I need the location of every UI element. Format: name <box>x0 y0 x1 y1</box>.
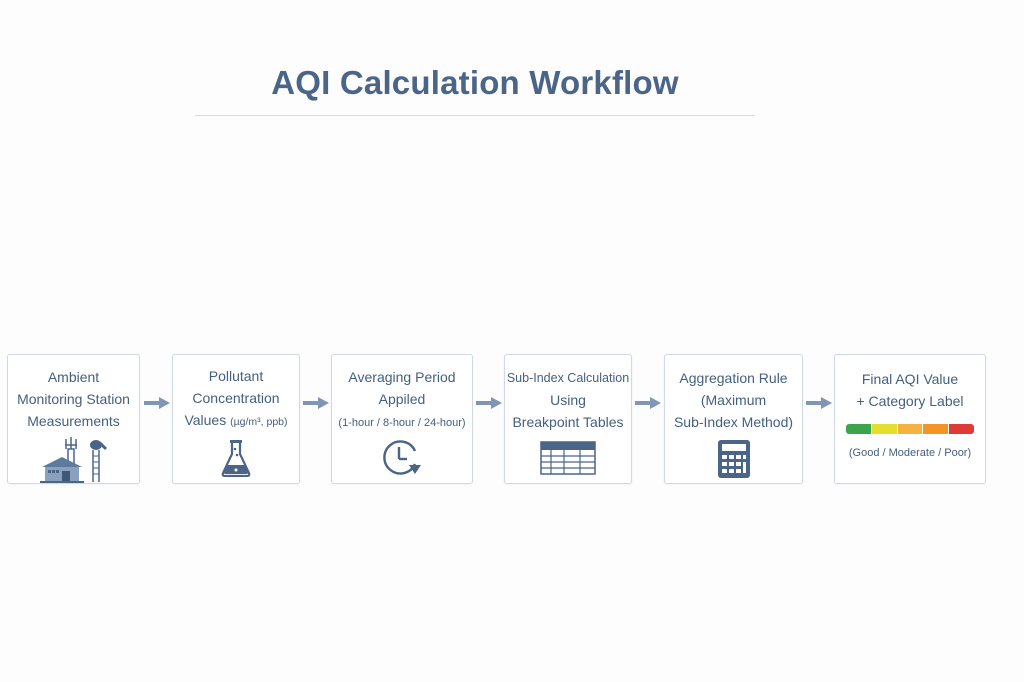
step-label: Appiled <box>378 391 426 407</box>
step-ambient-monitoring: Ambient Monitoring Station Measurements <box>7 354 140 484</box>
step-label: Values <box>184 412 227 428</box>
monitoring-station-icon <box>39 437 107 483</box>
table-icon <box>540 441 596 475</box>
arrow-right-icon <box>476 397 502 409</box>
title-divider <box>195 115 755 116</box>
step-aggregation-rule: Aggregation Rule (Maximum Sub-Index Meth… <box>664 354 803 484</box>
step-label: Aggregation Rule <box>679 370 788 386</box>
averaging-options: (1-hour / 8-hour / 24-hour) <box>338 417 466 429</box>
scale-segment-unhealthy <box>923 424 949 434</box>
step-label: Measurements <box>27 413 120 429</box>
scale-segment-poor <box>949 424 974 434</box>
aqi-color-scale <box>846 424 974 434</box>
page-title: AQI Calculation Workflow <box>271 64 679 101</box>
flask-icon <box>221 440 251 477</box>
step-label: Final AQI Value <box>861 371 959 387</box>
step-pollutant-concentration: Pollutant Concentration Values (µg/m³, p… <box>172 354 300 484</box>
step-final-aqi: Final AQI Value + Category Label (Good /… <box>834 354 986 484</box>
step-averaging-period: Averaging Period Appiled (1-hour / 8-hou… <box>331 354 473 484</box>
scale-segment-good <box>846 424 871 434</box>
step-label: Sub-Index Calculation <box>506 371 630 385</box>
step-label: Pollutant <box>208 368 264 384</box>
step-label: Concentration <box>192 390 280 406</box>
step-label: + Category Label <box>856 393 964 409</box>
step-label: Using <box>550 392 586 408</box>
step-label: Ambient <box>47 369 100 385</box>
category-labels: (Good / Moderate / Poor) <box>848 447 972 459</box>
step-label: Monitoring Station <box>17 391 130 407</box>
arrow-right-icon <box>806 397 832 409</box>
step-sub-index-calculation: Sub-Index Calculation Using Breakpoint T… <box>504 354 632 484</box>
calculator-icon <box>717 440 750 478</box>
step-label: Sub-Index Method) <box>673 414 794 430</box>
unit-label: (µg/m³, ppb) <box>230 416 288 428</box>
clock-icon <box>383 440 421 475</box>
scale-segment-unhealthy-sensitive <box>897 424 923 434</box>
scale-segment-moderate <box>871 424 897 434</box>
step-label: Breakpoint Tables <box>512 414 624 430</box>
step-label: (Maximum <box>700 392 767 408</box>
arrow-right-icon <box>303 397 329 409</box>
arrow-right-icon <box>635 397 661 409</box>
step-label: Averaging Period <box>348 369 456 385</box>
arrow-right-icon <box>144 397 170 409</box>
